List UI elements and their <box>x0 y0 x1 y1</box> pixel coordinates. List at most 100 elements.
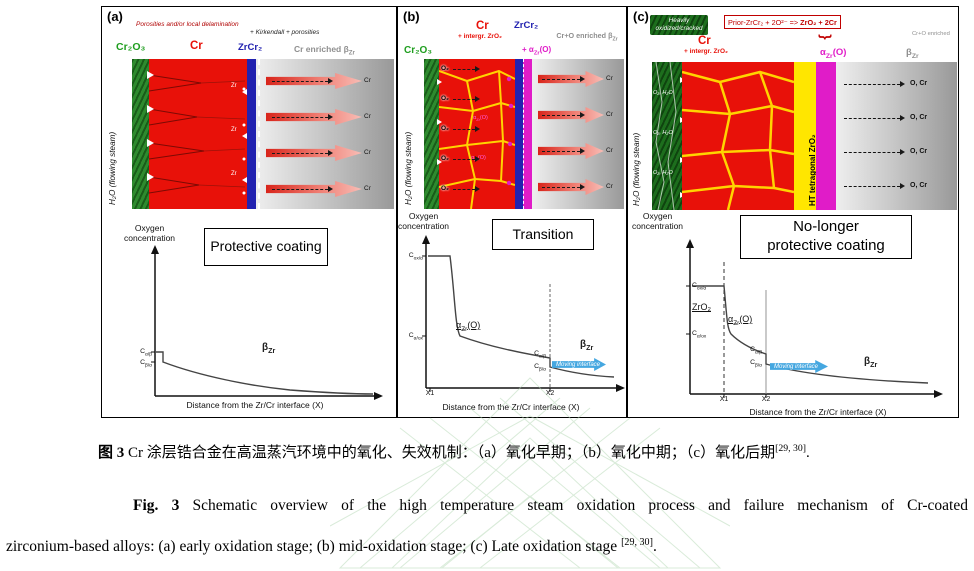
panel-c: (c) Heavily oxidized/cracked Prior-ZrCr₂… <box>627 6 959 418</box>
tick-c-beta-alpha: Cβ/α <box>534 363 546 373</box>
dashed-arrow-icon <box>272 150 333 157</box>
oxygen-dashed-arrow <box>453 186 480 193</box>
cr-diffusion-arrow: Cr <box>266 73 371 89</box>
x-axis-label: Distance from the Zr/Cr interface (X) <box>442 402 580 412</box>
caption-zh-figno: 图 3 <box>98 445 125 461</box>
caption-english-line2: zirconium-based alloys: (a) early oxidat… <box>6 537 968 556</box>
annotation-porosities: Porosities and/or local delamination <box>136 21 239 28</box>
plot-b-axes <box>422 235 625 392</box>
o-cr-diffusion-arrow: O, Cr <box>844 112 944 124</box>
diffusing-species-label: Cr <box>606 147 613 154</box>
oxide-crack-lines <box>655 62 677 210</box>
dashed-arrow-icon <box>272 114 333 121</box>
oxygen-dashed-arrow <box>453 66 480 73</box>
tick-c-alpha-beta: Cα/β <box>140 348 152 358</box>
alpha-zr-o-region-label: αZr(O) <box>456 320 481 333</box>
caption-en-figno: Fig. 3 <box>133 497 180 514</box>
figure-3: (a) Porosities and/or local delamination… <box>101 6 959 420</box>
plot-c-axes <box>686 239 943 398</box>
annotation-cr-o-enriched: Cr+O enriched <box>912 31 950 37</box>
cr-diffusion-arrow: Cr <box>266 145 371 161</box>
oxygen-dashed-arrow <box>453 96 480 103</box>
dashed-arrow-icon <box>844 183 905 190</box>
caption-chinese: 图 3 Cr 涂层锆合金在高温蒸汽环境中的氧化、失效机制：（a）氧化早期；（b）… <box>98 441 960 462</box>
schematic-a: H₂O (flowing steam) Zr Zr Zr <box>102 59 396 209</box>
dashed-arrow-icon <box>542 76 585 83</box>
panel-b-label: (b) <box>403 9 420 24</box>
zrcr2-interlayer <box>247 59 256 209</box>
plot-a-axes <box>151 245 383 400</box>
stage-title-line1: No-longer <box>793 218 859 236</box>
diffusing-species-label: Cr <box>606 75 613 82</box>
layer-label-beta-zr: βZr <box>906 47 919 60</box>
dashed-arrow-icon <box>844 81 905 88</box>
oxygen-dashed-arrow <box>453 156 480 163</box>
reaction-left: Prior-ZrCr₂ + 2O²⁻ => <box>728 17 801 27</box>
ht-tetragonal-zro2-layer <box>794 62 816 210</box>
tick-c-alpha-ox: Cα/ox <box>408 332 423 342</box>
caption-zh-text: Cr 涂层锆合金在高温蒸汽环境中的氧化、失效机制：（a）氧化早期；（b）氧化中期… <box>124 445 776 461</box>
reaction-equation-box: Prior-ZrCr₂ + 2O²⁻ => ZrO₂ + 2Cr <box>724 15 841 29</box>
y-axis-label: Oxygen concentration <box>632 211 684 232</box>
stage-title: No-longer protective coating <box>740 215 912 259</box>
x2-tick-label: X2 <box>545 390 555 397</box>
cr-diffusion-arrow: Cr <box>538 107 613 123</box>
cr-diffusion-arrow: Cr <box>538 71 613 87</box>
caption-en-text1: Schematic overview of the high temperatu… <box>179 497 968 514</box>
stage-title: Protective coating <box>204 228 328 266</box>
y-axis-label-line1: Oxygen <box>134 223 165 233</box>
diffusing-species-label: Cr <box>364 185 371 192</box>
caption-zh-ref: [29, 30] <box>775 443 806 454</box>
alpha-zr-o-layer <box>816 62 836 210</box>
dashed-arrow-icon <box>844 115 905 122</box>
steam-oxygen-label: O₂, H₂O <box>653 130 673 136</box>
alpha-zr-o-layer <box>523 59 532 209</box>
cr-coating-layer <box>682 62 794 210</box>
porosity-notch-icon <box>437 79 442 85</box>
y-axis-label: Oxygen concentration <box>398 211 450 232</box>
y-axis-label-line1: Oxygen <box>408 211 439 221</box>
y-axis-label-line2: concentration <box>398 220 450 231</box>
zr-arrow-icon <box>242 177 247 183</box>
layer-label-cr: Cr <box>190 40 203 52</box>
stage-title-line2: protective coating <box>767 237 885 254</box>
brace-icon: } <box>818 34 835 40</box>
y-axis-label-line2: concentration <box>124 232 176 243</box>
dashed-arrow-icon <box>272 186 333 193</box>
steam-flow-label: H₂O (flowing steam) <box>632 132 641 206</box>
alpha-zr-o-region-label: αZr(O) <box>728 314 753 327</box>
steam-flow-label: H₂O (flowing steam) <box>404 131 413 205</box>
moving-interface-arrow: Moving interface <box>552 358 606 371</box>
zr-diffusion-label: Zr <box>231 171 237 177</box>
dashed-arrow-icon <box>542 184 585 191</box>
beta-zr-substrate-layer: Cr Cr Cr Cr <box>256 59 394 209</box>
panel-a: (a) Porosities and/or local delamination… <box>101 6 397 418</box>
zr-arrow-icon <box>242 89 247 95</box>
dashed-arrow-icon <box>542 112 585 119</box>
cr-diffusion-arrow: Cr <box>538 143 613 159</box>
zr-diffusion-label: Zr <box>231 127 237 133</box>
oxygen-label: O₂ <box>441 185 449 192</box>
cr-diffusion-arrow: Cr <box>538 179 613 195</box>
plot-c: Oxygen concentration No-longer protectiv… <box>628 211 958 417</box>
diffusing-species-label: O, Cr <box>910 80 928 87</box>
y-axis-label-line1: Oxygen <box>642 211 673 221</box>
zr-diffusion-label: Zr <box>231 83 237 89</box>
beta-zr-substrate-layer: O, Cr O, Cr O, Cr O, Cr <box>836 62 957 210</box>
layer-label-beta-zr: Cr+O enriched βZr <box>556 31 618 43</box>
y-axis-label: Oxygen concentration <box>124 223 176 244</box>
annotation-kirkendall: + Kirkendall + porosities <box>250 29 320 36</box>
layer-label-cr: Cr <box>698 35 711 47</box>
steam-oxygen-label: O₂, H₂O <box>653 90 673 96</box>
x1-tick-label: X1 <box>425 390 435 397</box>
cr2o3-oxide-layer <box>132 59 149 209</box>
beta-zr-region-label: βZr <box>864 356 878 369</box>
plot-b: Oxygen concentration Transition Cox/α Cα… <box>398 211 626 415</box>
porosity-notch-icon <box>147 105 154 113</box>
layer-label-alpha-zr: + αZr(O) <box>522 45 552 57</box>
y-axis-label-line2: concentration <box>632 220 684 231</box>
caption-en-ref: [29, 30] <box>621 537 653 548</box>
layer-label-alpha-zr: αZr(O) <box>820 47 847 60</box>
layer-label-cr2o3: Cr₂O₃ <box>116 41 146 53</box>
schematic-c: H₂O (flowing steam) O₂, H₂O O₂, H₂O O₂, … <box>628 62 958 210</box>
